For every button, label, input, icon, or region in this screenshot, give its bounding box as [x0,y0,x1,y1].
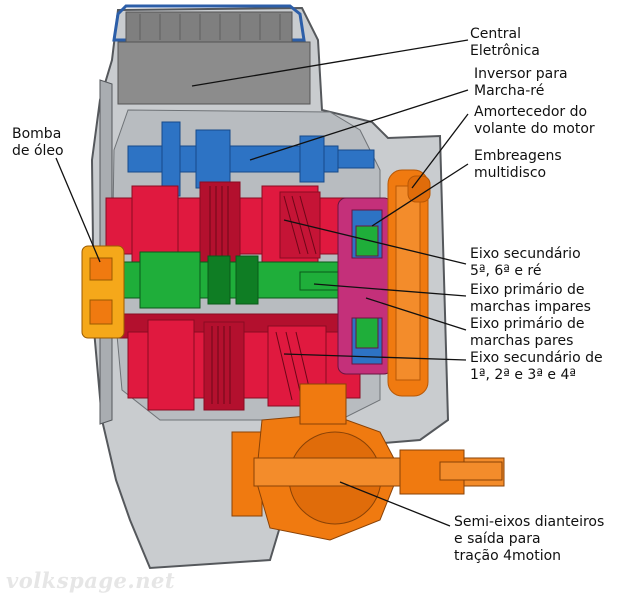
leader-eixo-sec-1234 [283,353,467,361]
label-line: 5ª, 6ª e ré [470,263,542,279]
leader-central [191,39,469,87]
label-line: 1ª, 2ª e 3ª e 4ª [470,367,576,383]
label-line: Amortecedor do [474,104,588,120]
leader-lines [55,39,469,527]
label-line: Eixo primário de [470,316,585,332]
leader-inversor [249,89,469,161]
upper-gear-teeth [209,186,317,264]
electronics-top [125,11,293,43]
leader-eixo-impares [313,283,467,297]
leader-eixo-pares [365,297,467,331]
label-line: e saída para [454,531,541,547]
leader-amortecedor [411,113,469,189]
label-line: Eixo primário de [470,282,585,298]
label-line: Embreagens [474,148,562,164]
label-bomba-oleo: Bomba de óleo [12,126,64,160]
label-embreagens: Embreagens multidisco [474,148,562,182]
differential [231,383,505,541]
label-eixo-primario-pares: Eixo primário de marchas pares [470,316,585,350]
label-line: tração 4motion [454,548,562,564]
electronics-cover-outline [112,4,306,42]
label-inversor-marcha-re: Inversor para Marcha-ré [474,66,568,100]
label-line: Inversor para [474,66,568,82]
electronics-fins [139,14,281,40]
flywheel-damper [387,169,431,397]
label-line: Central [470,26,521,42]
leader-semi-eixos [339,481,451,527]
leader-embreagens [371,163,469,227]
label-line: Eixo secundário [470,246,581,262]
label-line: de óleo [12,143,64,159]
reverse-shaft [127,121,375,197]
label-line: volante do motor [474,121,595,137]
label-amortecedor: Amortecedor do volante do motor [474,104,595,138]
label-line: marchas pares [470,333,574,349]
label-line: Eletrônica [470,43,540,59]
label-line: Bomba [12,126,62,142]
oil-pump [81,245,125,339]
label-line: multidisco [474,165,547,181]
watermark: volkspage.net [6,568,176,593]
label-line: Semi-eixos dianteiros [454,514,605,530]
electronics-body [117,41,311,105]
label-eixo-secundario-56r: Eixo secundário 5ª, 6ª e ré [470,246,581,280]
leader-bomba [55,157,101,263]
label-line: Eixo secundário de [470,350,603,366]
label-semi-eixos: Semi-eixos dianteiros e saída para traçã… [454,514,604,565]
leader-eixo-sec-56 [283,219,467,265]
label-central-eletronica: Central Eletrônica [470,26,540,60]
label-eixo-primario-impares: Eixo primário de marchas impares [470,282,591,316]
label-line: marchas impares [470,299,591,315]
label-line: Marcha-ré [474,83,545,99]
label-eixo-secundario-1234: Eixo secundário de 1ª, 2ª e 3ª e 4ª [470,350,603,384]
